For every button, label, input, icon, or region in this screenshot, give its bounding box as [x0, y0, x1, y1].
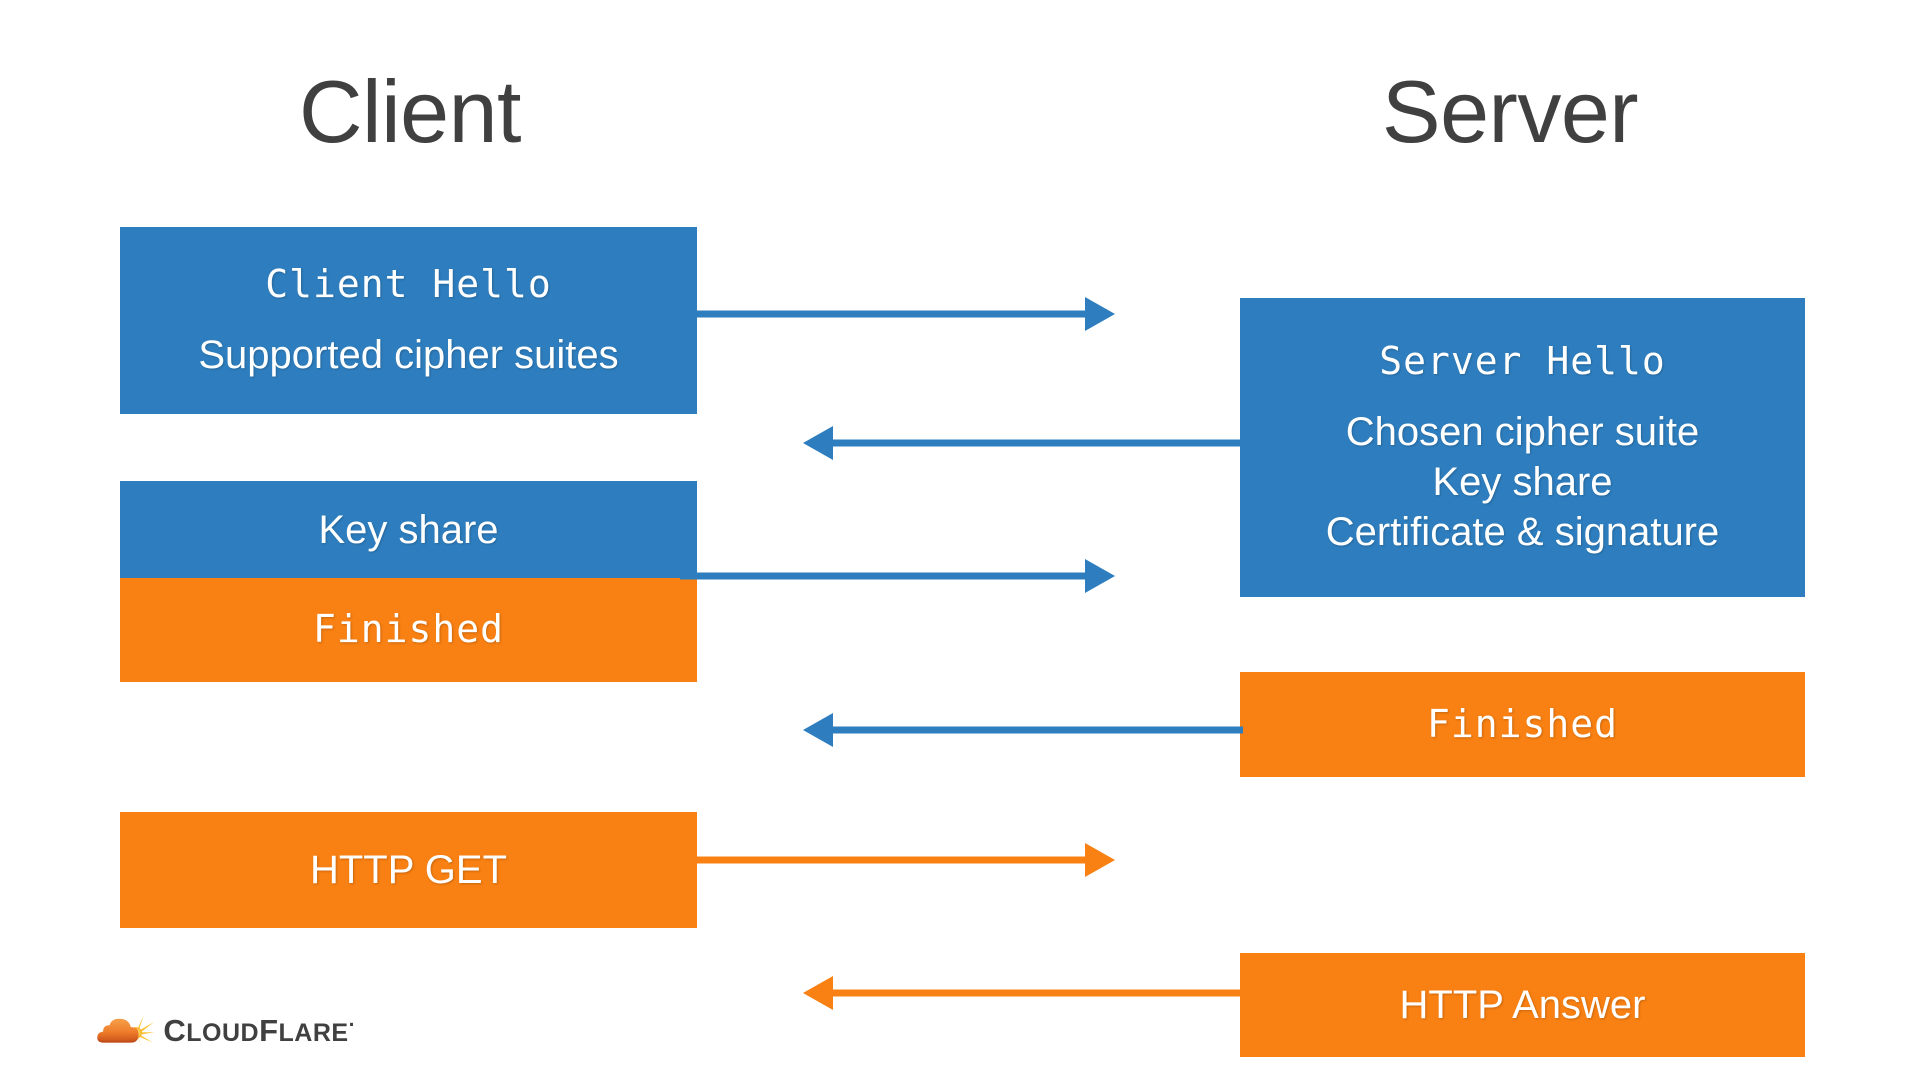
client-finished-heading: Finished — [312, 607, 505, 652]
client-key-share-heading: Key share — [318, 507, 499, 552]
message-box-http-get[interactable]: HTTP GET — [120, 812, 697, 928]
wordmark-f: F — [259, 1013, 279, 1048]
message-box-http-answer[interactable]: HTTP Answer — [1240, 953, 1805, 1057]
arrow-shaft — [827, 989, 1243, 997]
arrow-http-answer-to-client — [803, 975, 1243, 1011]
arrow-client-hello-to-server — [680, 296, 1115, 332]
server-hello-detail-1: Chosen cipher suite — [1345, 410, 1700, 455]
arrow-head-left-icon — [803, 713, 833, 747]
arrow-head-left-icon — [803, 976, 833, 1010]
message-box-client-hello[interactable]: Client Hello Supported cipher suites — [120, 227, 697, 414]
client-hello-heading: Client Hello — [265, 261, 552, 306]
message-box-client-finished[interactable]: Finished — [120, 578, 697, 682]
arrow-shaft — [827, 726, 1243, 734]
arrow-server-finished-to-client — [803, 712, 1243, 748]
message-box-server-hello[interactable]: Server Hello Chosen cipher suite Key sha… — [1240, 298, 1805, 597]
wordmark-trademark: · — [348, 1013, 356, 1037]
message-box-client-key-share[interactable]: Key share — [120, 481, 697, 578]
wordmark-loud: LOUD — [186, 1019, 260, 1047]
arrow-head-left-icon — [803, 426, 833, 460]
arrow-shaft — [680, 856, 1091, 864]
arrow-shaft — [680, 310, 1091, 318]
column-title-client: Client — [299, 62, 521, 161]
wordmark-c: C — [163, 1013, 187, 1048]
cloudflare-logo: CLOUDFLARE· — [96, 1000, 356, 1062]
server-hello-heading: Server Hello — [1379, 338, 1666, 383]
server-finished-heading: Finished — [1426, 701, 1619, 746]
cloudflare-wordmark: CLOUDFLARE· — [163, 1013, 356, 1049]
arrow-head-right-icon — [1085, 843, 1115, 877]
message-box-server-finished[interactable]: Finished — [1240, 672, 1805, 777]
arrow-head-right-icon — [1085, 559, 1115, 593]
cloud-icon — [97, 1018, 139, 1043]
arrow-client-key-share-to-server — [680, 558, 1115, 594]
http-answer-heading: HTTP Answer — [1399, 983, 1646, 1027]
http-get-heading: HTTP GET — [309, 848, 508, 892]
client-hello-detail-1: Supported cipher suites — [198, 333, 619, 378]
column-title-server: Server — [1381, 62, 1639, 161]
cloudflare-cloud-sun-icon — [97, 1015, 155, 1047]
arrow-server-hello-to-client — [803, 425, 1243, 461]
arrow-head-right-icon — [1085, 297, 1115, 331]
server-hello-detail-3: Certificate & signature — [1325, 510, 1720, 555]
wordmark-lare: LARE — [278, 1019, 349, 1047]
arrow-shaft — [680, 572, 1091, 580]
arrow-shaft — [827, 439, 1243, 447]
server-hello-detail-2: Key share — [1432, 460, 1613, 505]
arrow-http-get-to-server — [680, 842, 1115, 878]
